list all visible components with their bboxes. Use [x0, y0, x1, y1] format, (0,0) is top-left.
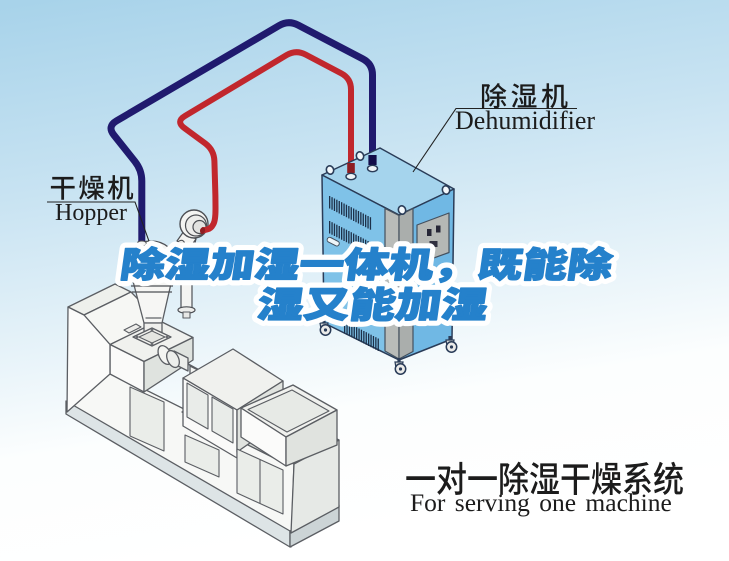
hopper-duct-stub — [182, 311, 191, 319]
dehumidifier-vent-band-1 — [329, 196, 372, 230]
extruder-rightblock-top-inset — [247, 389, 330, 433]
navy-hose-fitting — [366, 164, 379, 173]
hopper-base-plate-inner — [138, 330, 166, 344]
dehumidifier-label-zh-glyphs — [481, 82, 568, 109]
caption-en: For serving one machine — [410, 488, 672, 517]
extruder-midblock-window2 — [211, 396, 234, 444]
panel-display — [429, 241, 438, 247]
eyebolt-3 — [441, 185, 451, 195]
caster-front — [394, 358, 407, 375]
hopper-base-bolt-4 — [150, 342, 154, 346]
eyebolt-4 — [397, 205, 407, 215]
pipe-return-air — [107, 19, 376, 250]
panel-button-2 — [436, 225, 441, 233]
pipe-supply-air — [177, 49, 354, 234]
red-hose-fitting — [345, 172, 357, 181]
dehumidifier-label-underline — [412, 107, 577, 173]
red-hose-cap — [347, 163, 355, 173]
hopper-base-bolt-1 — [135, 335, 139, 339]
extruder-barrel-collar2 — [166, 349, 180, 369]
headline-line2-fill — [257, 287, 490, 321]
hopper-label-underline — [47, 201, 151, 245]
hopper-bracket — [123, 323, 142, 334]
headline-line1-fill — [121, 247, 614, 283]
extruder-midblock-window1 — [186, 382, 209, 430]
hopper-base-bolt-3 — [165, 335, 169, 339]
extruder-panel-1 — [129, 386, 165, 452]
extruder-rightblock-right — [285, 409, 338, 467]
hopper-label-en: Hopper — [55, 200, 127, 226]
eyebolt-1 — [325, 165, 335, 175]
hopper-label-zh-glyphs — [50, 175, 134, 200]
eyebolt-2 — [355, 151, 365, 161]
navy-hose-cap — [368, 155, 377, 165]
dehumidifier-vent-band-3 — [344, 321, 379, 351]
caster-right — [445, 336, 458, 353]
panel-button-1 — [427, 229, 432, 236]
dehumidifier-handle — [326, 236, 340, 247]
caption-zh-glyphs — [406, 461, 683, 496]
extruder-tower-front — [66, 306, 111, 413]
hopper-base-bolt-2 — [150, 328, 154, 332]
dehumidifier-label-en: Dehumidifier — [455, 106, 596, 135]
red-pipe-end-cap — [200, 227, 206, 235]
extruder-panel-2 — [184, 434, 220, 478]
